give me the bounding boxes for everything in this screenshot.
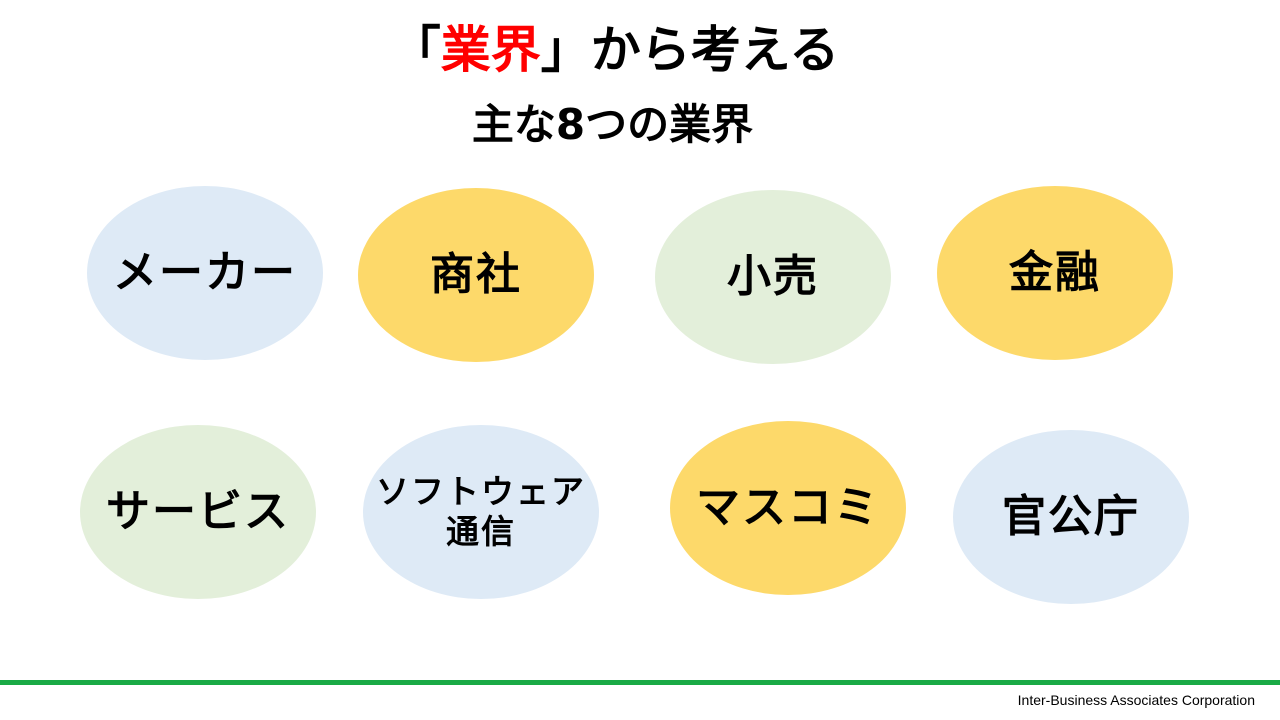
footer-company-name: Inter-Business Associates Corporation	[1017, 692, 1255, 708]
title-rest: 」から考える	[540, 21, 840, 79]
industry-label: サービス	[106, 485, 290, 537]
title-open-bracket: 「	[390, 21, 441, 79]
industry-label-line1: ソフトウェア	[376, 472, 586, 512]
industry-bubble-media: マスコミ	[670, 421, 906, 595]
industry-label: マスコミ	[696, 481, 880, 533]
industry-bubble-finance: 金融	[937, 186, 1173, 360]
slide-subtitle: 主な8つの業界	[471, 100, 754, 149]
footer-divider	[0, 680, 1280, 685]
industry-label: 商社	[430, 248, 522, 300]
industry-label-line2: 通信	[446, 512, 516, 551]
industry-label: メーカー	[113, 246, 297, 298]
industry-bubble-trading: 商社	[358, 188, 594, 362]
industry-label: 小売	[727, 250, 819, 302]
industry-bubble-government: 官公庁	[953, 430, 1189, 604]
slide-title: 「業界」から考える	[0, 14, 1230, 86]
industry-bubble-manufacturer: メーカー	[87, 186, 323, 360]
industry-label: 金融	[1009, 246, 1101, 298]
industry-bubble-service: サービス	[80, 425, 316, 599]
title-highlight: 業界	[440, 21, 541, 79]
industry-label: 官公庁	[1002, 490, 1140, 542]
industry-bubble-retail: 小売	[655, 190, 891, 364]
industry-bubble-software-telecom: ソフトウェア 通信	[363, 425, 599, 599]
